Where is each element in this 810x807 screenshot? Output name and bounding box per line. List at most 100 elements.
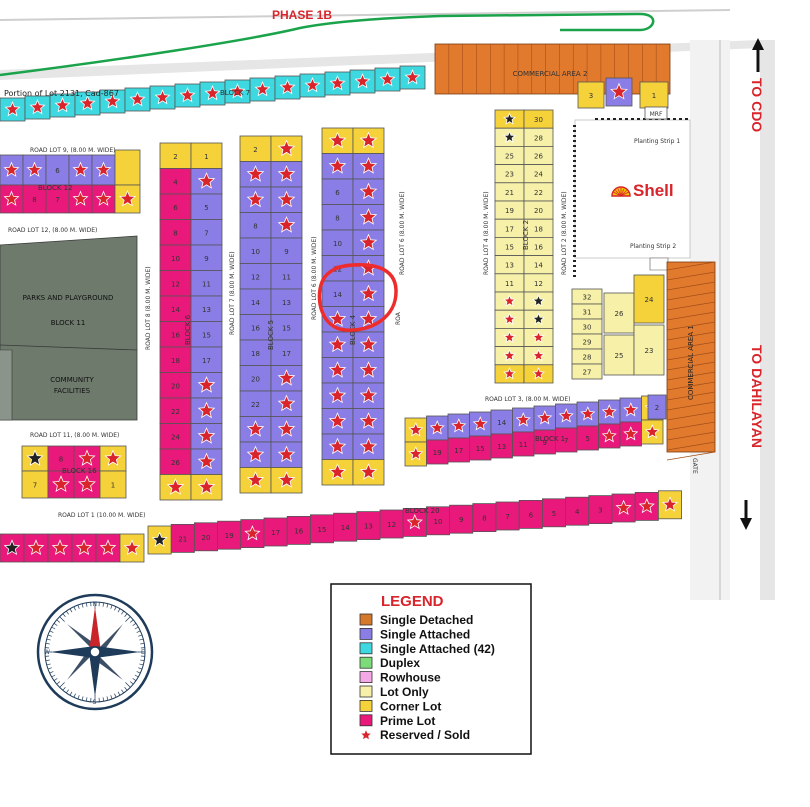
lot[interactable] [147, 525, 172, 555]
lot[interactable] [24, 95, 51, 120]
lot[interactable] [374, 67, 401, 92]
lot[interactable] [199, 81, 226, 106]
lot[interactable] [523, 291, 554, 311]
lot[interactable] [352, 459, 385, 486]
lot[interactable]: 23 [494, 164, 525, 184]
lot[interactable] [619, 397, 642, 423]
lot[interactable] [352, 280, 385, 307]
lot[interactable] [321, 127, 354, 154]
lot[interactable] [321, 408, 354, 435]
lot[interactable]: 20 [193, 522, 218, 552]
lot[interactable]: 25 [494, 145, 525, 165]
lot[interactable]: 6 [45, 154, 70, 186]
lot[interactable] [523, 309, 554, 329]
lot[interactable]: 15 [270, 314, 303, 341]
lot[interactable] [71, 533, 97, 563]
lot[interactable]: 13 [190, 295, 223, 322]
lot[interactable] [404, 441, 427, 467]
lot[interactable] [611, 493, 636, 523]
lot[interactable]: 12 [159, 270, 192, 297]
lot[interactable] [523, 364, 554, 384]
lot[interactable]: 24 [523, 164, 554, 184]
lot[interactable] [321, 382, 354, 409]
lot[interactable] [91, 184, 116, 214]
lot[interactable] [74, 91, 101, 116]
lot[interactable] [239, 441, 272, 468]
lot[interactable]: 17 [190, 346, 223, 373]
lot[interactable]: 5 [542, 498, 567, 528]
lot[interactable]: 11 [494, 273, 525, 293]
lot[interactable]: 12 [379, 509, 404, 539]
lot[interactable] [174, 83, 201, 108]
lot[interactable]: 2 [647, 394, 667, 420]
lot[interactable]: 7 [21, 470, 49, 499]
lot[interactable] [249, 77, 276, 102]
lot[interactable] [270, 365, 303, 392]
lot[interactable] [47, 470, 75, 499]
lot[interactable]: 19 [217, 520, 242, 550]
lot[interactable]: 6 [159, 193, 192, 220]
lot[interactable] [469, 411, 492, 437]
lot[interactable]: 8 [472, 503, 497, 533]
lot[interactable]: 9 [270, 237, 303, 264]
lot[interactable] [114, 184, 141, 214]
lot[interactable]: 14 [239, 288, 272, 315]
lot[interactable]: 15 [494, 236, 525, 256]
lot[interactable] [321, 459, 354, 486]
lot[interactable]: 24 [159, 423, 192, 450]
lot[interactable]: 16 [159, 321, 192, 348]
lot[interactable]: MRF [644, 106, 668, 120]
lot[interactable] [447, 413, 470, 439]
lot[interactable] [21, 445, 49, 472]
lot[interactable]: 20 [239, 365, 272, 392]
lot[interactable] [634, 491, 659, 521]
lot[interactable] [0, 97, 26, 122]
lot[interactable]: 14 [321, 280, 354, 307]
lot[interactable] [95, 533, 121, 563]
lot[interactable]: 14 [333, 512, 358, 542]
lot[interactable] [321, 357, 354, 384]
lot[interactable]: 23 [633, 324, 665, 376]
lot[interactable]: 18 [159, 346, 192, 373]
lot[interactable] [619, 421, 642, 447]
lot[interactable]: 11 [270, 263, 303, 290]
lot[interactable] [190, 397, 223, 424]
lot[interactable]: 19 [494, 200, 525, 220]
lot[interactable]: 22 [239, 390, 272, 417]
lot[interactable] [190, 423, 223, 450]
lot[interactable] [402, 507, 427, 537]
lot[interactable]: 15 [469, 435, 492, 461]
lot[interactable] [352, 153, 385, 180]
lot[interactable]: 17 [263, 517, 288, 547]
lot[interactable]: 31 [571, 303, 603, 320]
lot[interactable]: 19 [426, 439, 449, 465]
lot[interactable] [494, 109, 525, 129]
lot[interactable] [426, 415, 449, 441]
lot[interactable]: 14 [490, 409, 513, 435]
lot[interactable] [270, 416, 303, 443]
lot[interactable]: 17 [270, 339, 303, 366]
lot[interactable]: 1 [190, 142, 223, 169]
lot[interactable] [352, 382, 385, 409]
lot[interactable]: 20 [523, 200, 554, 220]
lot[interactable] [239, 416, 272, 443]
lot[interactable]: 13 [270, 288, 303, 315]
lot[interactable] [512, 407, 535, 433]
lot[interactable]: 26 [159, 448, 192, 475]
lot[interactable] [73, 470, 101, 499]
lot[interactable] [270, 212, 303, 239]
lot[interactable] [270, 467, 303, 494]
lot[interactable]: 8 [239, 212, 272, 239]
lot[interactable] [91, 154, 116, 186]
lot[interactable]: 30 [523, 109, 554, 129]
lot[interactable] [190, 474, 223, 501]
lot[interactable]: 27 [571, 363, 603, 380]
lot[interactable]: 16 [286, 516, 311, 545]
lot[interactable]: 32 [571, 288, 603, 305]
lot[interactable] [523, 346, 554, 366]
lot[interactable] [352, 408, 385, 435]
lot[interactable]: 11 [190, 270, 223, 297]
lot[interactable]: 11 [512, 431, 535, 457]
lot[interactable] [73, 445, 101, 472]
lot[interactable] [321, 153, 354, 180]
